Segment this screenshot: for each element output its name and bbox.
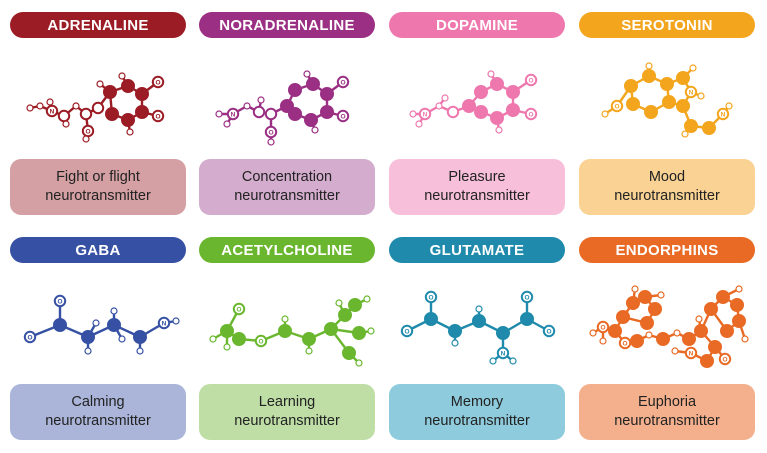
- svg-text:O: O: [85, 129, 90, 136]
- description-line2: neurotransmitter: [424, 413, 530, 429]
- svg-text:O: O: [155, 80, 160, 87]
- svg-text:N: N: [162, 321, 167, 328]
- svg-text:O: O: [155, 114, 160, 121]
- svg-text:O: O: [546, 329, 551, 336]
- svg-text:O: O: [428, 295, 433, 302]
- description-line2: neurotransmitter: [45, 413, 151, 429]
- molecule-noradrenaline-icon: N O O O: [215, 70, 350, 146]
- molecule-endorphins-icon: O O O N: [589, 285, 749, 368]
- svg-text:N: N: [423, 112, 428, 119]
- card-glutamate: GLUTAMATE O O N O O Memory neurotransmitter: [389, 237, 565, 453]
- molecule-dopamine-icon: N O O: [409, 70, 538, 134]
- header-acetylcholine: ACETYLCHOLINE: [199, 237, 375, 263]
- svg-text:N: N: [721, 112, 726, 119]
- description-line1: Learning: [258, 394, 316, 410]
- card-serotonin: SEROTONIN O N N Mood neurotransmitter: [579, 12, 755, 228]
- svg-text:O: O: [528, 112, 533, 119]
- molecule-serotonin-icon: O N N: [601, 62, 733, 138]
- card-adrenaline: ADRENALINE N O O O Fight or flight neurotran…: [10, 12, 186, 228]
- description-line1: Memory: [450, 394, 504, 410]
- svg-text:N: N: [689, 351, 694, 358]
- header-endorphins: ENDORPHINS: [579, 237, 755, 263]
- svg-text:O: O: [722, 357, 727, 364]
- card-acetylcholine: ACETYLCHOLINE O O N Learning neurotransmitt…: [199, 237, 375, 453]
- svg-text:N: N: [329, 327, 334, 334]
- header-noradrenaline: NORADRENALINE: [199, 12, 375, 38]
- header-gaba: GABA: [10, 237, 186, 263]
- svg-text:O: O: [404, 329, 409, 336]
- header-dopamine: DOPAMINE: [389, 12, 565, 38]
- svg-text:O: O: [340, 114, 345, 121]
- description-line2: neurotransmitter: [614, 413, 720, 429]
- card-endorphins: ENDORPHINS O O O N Euphoria neurotransmitter: [579, 237, 755, 453]
- molecule-gaba-icon: O O N: [23, 294, 180, 355]
- svg-text:O: O: [258, 339, 263, 346]
- svg-text:O: O: [236, 307, 241, 314]
- description-line1: Calming: [71, 394, 125, 410]
- description-acetylcholine: Learning neurotransmitter: [199, 384, 375, 440]
- description-line2: neurotransmitter: [234, 413, 340, 429]
- description-adrenaline: Fight or flight neurotransmitter: [10, 159, 186, 215]
- molecule-acetylcholine-icon: O O N: [209, 295, 375, 367]
- description-line1: Fight or flight: [56, 169, 140, 185]
- svg-text:N: N: [231, 112, 236, 119]
- description-glutamate: Memory neurotransmitter: [389, 384, 565, 440]
- card-gaba: GABA O O N Calming neurotransmitter: [10, 237, 186, 453]
- description-endorphins: Euphoria neurotransmitter: [579, 384, 755, 440]
- svg-text:N: N: [501, 351, 506, 358]
- description-dopamine: Pleasure neurotransmitter: [389, 159, 565, 215]
- description-line2: neurotransmitter: [45, 188, 151, 204]
- description-line1: Mood: [648, 169, 686, 185]
- svg-text:O: O: [27, 335, 32, 342]
- description-noradrenaline: Concentration neurotransmitter: [199, 159, 375, 215]
- description-line1: Euphoria: [637, 394, 697, 410]
- svg-text:O: O: [268, 130, 273, 137]
- description-serotonin: Mood neurotransmitter: [579, 159, 755, 215]
- molecule-glutamate-icon: O O N O O: [400, 290, 556, 365]
- molecule-adrenaline-icon: N O O O: [26, 72, 165, 143]
- svg-text:O: O: [600, 325, 605, 332]
- description-line2: neurotransmitter: [234, 188, 340, 204]
- svg-text:O: O: [524, 295, 529, 302]
- description-line2: neurotransmitter: [614, 188, 720, 204]
- svg-text:N: N: [689, 90, 694, 97]
- svg-text:O: O: [340, 80, 345, 87]
- description-line1: Pleasure: [448, 169, 506, 185]
- svg-text:O: O: [622, 341, 627, 348]
- header-adrenaline: ADRENALINE: [10, 12, 186, 38]
- svg-text:O: O: [57, 299, 62, 306]
- header-glutamate: GLUTAMATE: [389, 237, 565, 263]
- header-serotonin: SEROTONIN: [579, 12, 755, 38]
- svg-text:O: O: [528, 78, 533, 85]
- card-noradrenaline: NORADRENALINE N O O O Concentration neurotra…: [199, 12, 375, 228]
- svg-text:N: N: [50, 109, 55, 116]
- svg-text:O: O: [614, 104, 619, 111]
- description-line2: neurotransmitter: [424, 188, 530, 204]
- description-line1: Concentration: [241, 169, 333, 185]
- description-gaba: Calming neurotransmitter: [10, 384, 186, 440]
- card-dopamine: DOPAMINE N O O Pleasure neurotransmitter: [389, 12, 565, 228]
